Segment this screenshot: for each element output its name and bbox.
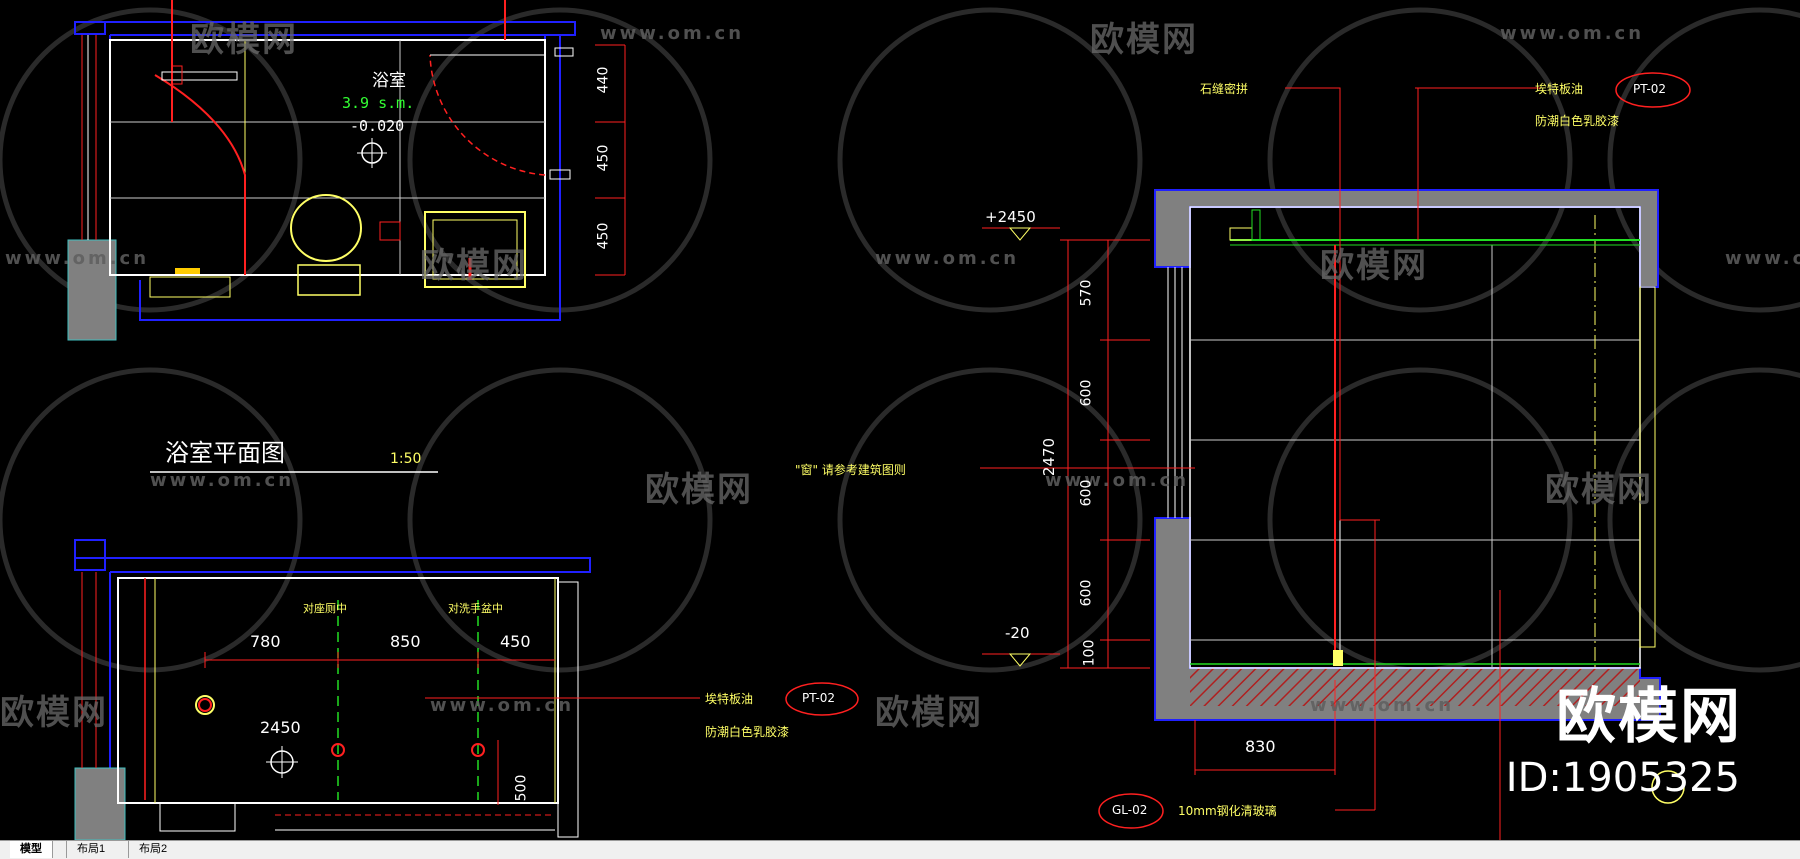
plan-dim-440: 440	[595, 66, 612, 94]
watermark-logo: 欧模网	[875, 693, 983, 733]
watermark-url: www.om.cn	[150, 470, 295, 491]
watermark-url: www.om.cn	[1725, 248, 1800, 269]
ceiling-dim-450: 450	[500, 632, 531, 651]
watermark-url: www.om.cn	[600, 23, 745, 44]
room-level: -0.020	[350, 117, 405, 135]
plan-dim-450a: 450	[595, 144, 612, 172]
section-dim-570: 570	[1078, 279, 1095, 307]
ceiling-pt-tag: PT-02	[802, 691, 836, 705]
plan-scale: 1:50	[390, 451, 422, 467]
watermark-logo: 欧模网	[190, 20, 298, 60]
section-dim-100: 100	[1081, 639, 1098, 667]
section-label-stone: 石缝密拼	[1200, 82, 1249, 96]
watermark-logo: 欧模网	[420, 246, 528, 286]
window-note: "窗" 请参考建筑图则	[795, 463, 906, 477]
watermark-logo: 欧模网	[1545, 470, 1653, 510]
brand-logo: 欧模网	[1556, 682, 1742, 752]
tab-layout-2[interactable]: 布局2	[128, 841, 177, 858]
watermark-url: www.om.cn	[1045, 470, 1190, 491]
watermark-url: www.om.cn	[1500, 23, 1645, 44]
watermark-url: www.om.cn	[1310, 695, 1455, 716]
layout-tab-bar: 模型 布局1 布局2	[0, 840, 1800, 859]
section-level-top: +2450	[985, 208, 1036, 226]
room-area: 3.9 s.m.	[342, 94, 415, 112]
ceiling-dim-500: 500	[513, 774, 530, 802]
section-dim-600b: 600	[1078, 479, 1095, 507]
section-dim-total: 2470	[1040, 437, 1059, 477]
brand-id: ID:1905325	[1505, 755, 1740, 801]
section-pt-tag: PT-02	[1633, 82, 1667, 96]
tab-layout-1[interactable]: 布局1	[66, 841, 115, 858]
drawing-canvas[interactable]: www.om.cn www.om.cn www.om.cn www.om.cn …	[0, 0, 1800, 840]
watermark-logo: 欧模网	[0, 693, 108, 733]
room-name: 浴室	[372, 71, 406, 91]
ceiling-center-toilet: 对座厕中	[303, 602, 347, 615]
ceiling-material-2: 防潮白色乳胶漆	[705, 725, 790, 739]
bathroom-section	[980, 72, 1691, 840]
section-gl-tag: GL-02	[1112, 803, 1148, 817]
section-gl-desc: 10mm钢化清玻璃	[1178, 804, 1277, 818]
ceiling-height: 2450	[260, 718, 301, 737]
tab-model[interactable]: 模型	[10, 841, 53, 858]
watermark-logo: 欧模网	[645, 470, 753, 510]
watermark-url: www.om.cn	[5, 248, 150, 269]
ceiling-dim-850: 850	[390, 632, 421, 651]
ceiling-dim-780: 780	[250, 632, 281, 651]
ceiling-center-sink: 对洗手盆中	[448, 602, 503, 615]
section-dim-600c: 600	[1078, 579, 1095, 607]
watermark-url: www.om.cn	[875, 248, 1020, 269]
section-material-2: 防潮白色乳胶漆	[1535, 114, 1620, 128]
ceiling-plan	[74, 539, 859, 840]
section-material-1: 埃特板油	[1535, 82, 1584, 96]
watermark-logo: 欧模网	[1090, 20, 1198, 60]
ceiling-material-1: 埃特板油	[705, 692, 754, 706]
plan-title: 浴室平面图	[165, 439, 285, 467]
watermark-url: www.om.cn	[430, 695, 575, 716]
section-level-bottom: -20	[1005, 624, 1030, 642]
watermark-logo: 欧模网	[1320, 246, 1428, 286]
plan-dim-450b: 450	[595, 222, 612, 250]
section-dim-830: 830	[1245, 737, 1276, 756]
section-dim-600a: 600	[1078, 379, 1095, 407]
bathroom-plan	[67, 0, 626, 473]
